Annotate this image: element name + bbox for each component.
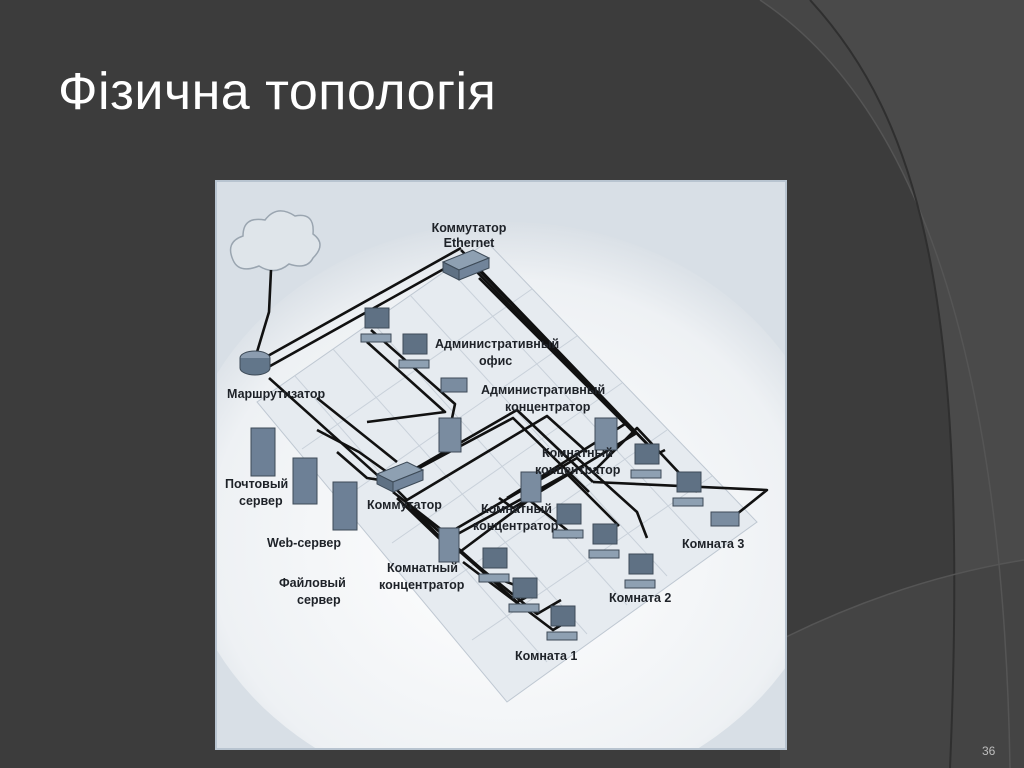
room-hub-c-label-1: Комнатный — [387, 561, 458, 575]
admin-computer-icon — [360, 307, 468, 393]
switch-icon — [375, 461, 425, 493]
internet-cloud-icon — [229, 210, 321, 272]
room-hub-b-icon — [520, 471, 542, 503]
web-server-icon — [332, 481, 358, 531]
router-icon — [239, 350, 271, 376]
room-1-label: Комната 1 — [515, 649, 577, 663]
room-3-computers-icon — [630, 443, 740, 527]
mail-server-label-1: Почтовый — [225, 477, 288, 491]
room-2-label: Комната 2 — [609, 591, 671, 605]
room-hub-a-label-1: Комнатный — [542, 446, 613, 460]
room-hub-c-label-2: концентратор — [379, 578, 465, 592]
ethernet-switch-label-2: Ethernet — [444, 236, 496, 250]
mail-server-label-2: сервер — [239, 494, 283, 508]
file-server-label-2: сервер — [297, 593, 341, 607]
admin-hub-icon — [438, 417, 462, 453]
room-hub-a-label-2: концентратор — [535, 463, 621, 477]
room-hub-b-label-1: Комнатный — [481, 502, 552, 516]
admin-hub-label-2: концентратор — [505, 400, 591, 414]
router-label: Маршрутизатор — [227, 387, 326, 401]
room-hub-b-label-2: концентратор — [473, 519, 559, 533]
network-topology-diagram: Коммутатор Ethernet Маршрутизатор Админи… — [215, 180, 787, 750]
room-hub-c-icon — [438, 527, 460, 563]
admin-office-label-1: Административный — [435, 337, 559, 351]
mail-server-icon — [250, 427, 318, 505]
slide-number: 36 — [982, 744, 996, 758]
room-hub-a-icon — [594, 417, 618, 451]
room-3-label: Комната 3 — [682, 537, 744, 551]
switch-label: Коммутатор — [367, 498, 442, 512]
web-server-label: Web-сервер — [267, 536, 341, 550]
slide-title: Фізична топологія — [58, 63, 497, 121]
room-2-computers-icon — [552, 503, 656, 589]
room-1-computers-icon — [478, 547, 578, 641]
admin-office-label-2: офис — [479, 354, 512, 368]
ethernet-switch-label-1: Коммутатор — [432, 221, 507, 235]
ethernet-switch-icon — [441, 249, 491, 281]
admin-hub-label-1: Административный — [481, 383, 605, 397]
file-server-label-1: Файловый — [279, 576, 346, 590]
